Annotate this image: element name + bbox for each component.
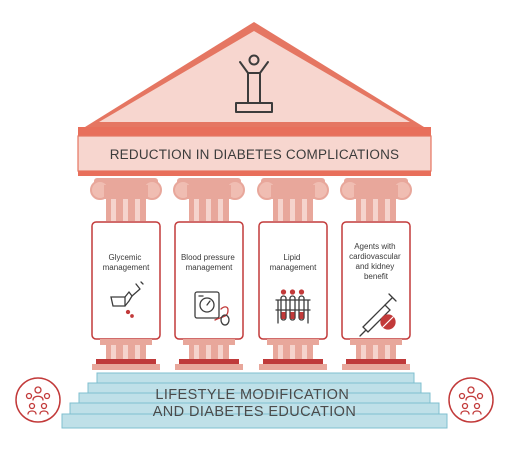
people-group-icon [15, 377, 61, 423]
info-card [258, 221, 328, 340]
info-card [174, 221, 244, 340]
pill-syringe-icon [359, 293, 397, 337]
test-tubes-icon [275, 289, 311, 324]
card-label-line: Agents with [354, 242, 395, 251]
card-label-line: and kidney [356, 262, 395, 271]
column-capital [173, 178, 245, 221]
person-raised-arms-icon [235, 54, 273, 113]
pillar-lipid: Lipid management [257, 178, 329, 370]
info-card [91, 221, 161, 340]
card-label-line: Glycemic [108, 253, 141, 262]
svg-text:LIFESTYLE MODIFICATION A: LIFESTYLE MODIFICATION AND DIABETES EDUC… [153, 387, 357, 420]
column-base [342, 339, 410, 370]
pillar-glycemic: Glycemic management [90, 178, 162, 370]
card-label-line: Blood pressure [181, 253, 235, 262]
banner-label: REDUCTION IN DIABETES COMPLICATIONS [110, 147, 400, 162]
card-label-line: management [103, 263, 150, 272]
column-base [175, 339, 243, 370]
card-label-line: management [270, 263, 317, 272]
card-label-line: benefit [364, 272, 389, 281]
people-group-icon [448, 377, 494, 423]
column-capital [257, 178, 329, 221]
column-capital [90, 178, 162, 221]
foundation-line-1: LIFESTYLE MODIFICATION [155, 387, 349, 403]
card-label-line: cardiovascular [349, 252, 401, 261]
svg-text:Glycemic management: Glycemic management [103, 253, 150, 272]
glucose-meter-icon [110, 281, 144, 318]
blood-pressure-monitor-icon [194, 291, 230, 326]
card-label-line: management [186, 263, 233, 272]
column-base [92, 339, 160, 370]
foundation-line-2: AND DIABETES EDUCATION [153, 404, 357, 420]
column-base [259, 339, 327, 370]
foundation-steps: LIFESTYLE MODIFICATION AND DIABETES EDUC… [61, 372, 448, 429]
svg-text:Lipid management: Lipid management [270, 253, 317, 272]
column-capital [340, 178, 412, 221]
roof [78, 22, 431, 136]
complications-banner: REDUCTION IN DIABETES COMPLICATIONS [77, 135, 432, 176]
card-label-line: Lipid [283, 253, 300, 262]
pillar-cardio-kidney: Agents with cardiovascular and kidney be… [340, 178, 412, 370]
pillar-blood-pressure: Blood pressure management [173, 178, 245, 370]
svg-text:Agents with cardiovascul: Agents with cardiovascular and kidney be… [349, 242, 403, 281]
svg-text:Blood pressure managemen: Blood pressure management [181, 253, 237, 272]
